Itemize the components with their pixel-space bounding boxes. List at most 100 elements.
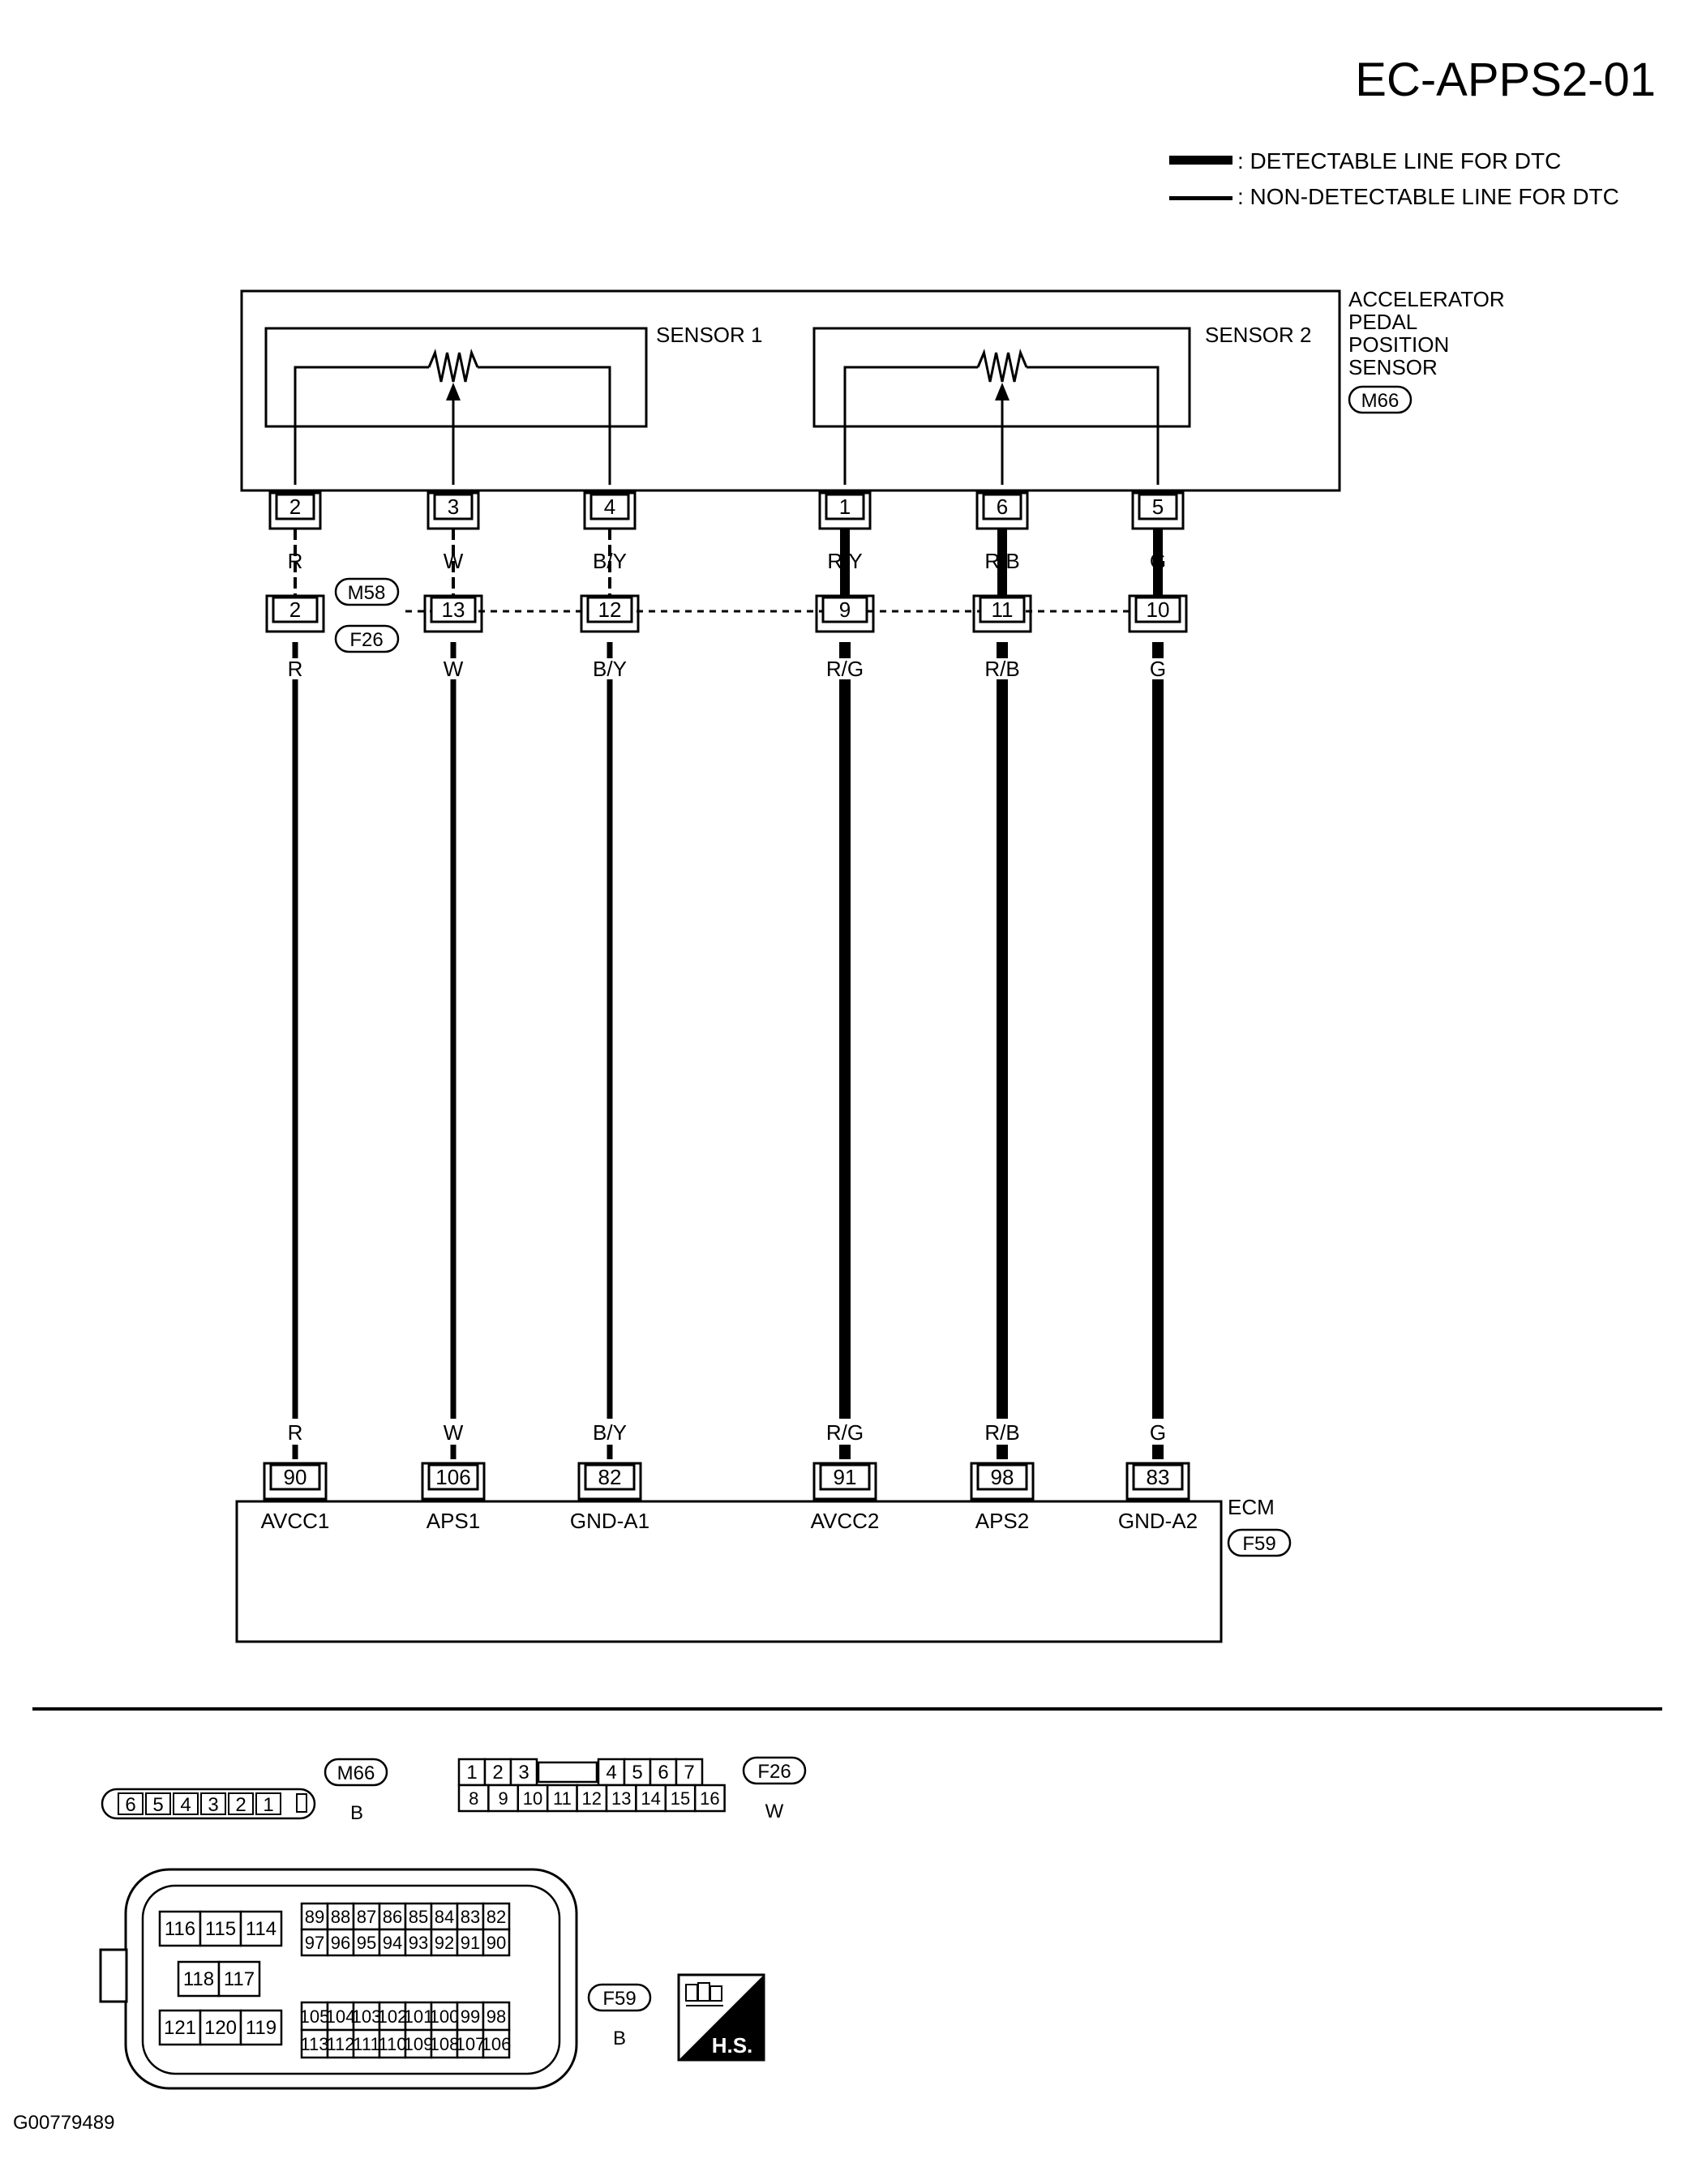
- joint-connector-bottom-id: F26: [349, 629, 383, 651]
- circuit-3-sensor-pin-number: 4: [604, 495, 615, 519]
- sensor-1-label: SENSOR 1: [656, 323, 763, 347]
- legend-detectable-swatch: [1169, 156, 1232, 165]
- circuit-1-ecm-pin-number: 90: [284, 1465, 307, 1489]
- m66-pin-4-cell: [173, 1792, 199, 1815]
- sensor-1-wiper-arrow: [446, 383, 461, 400]
- m66-color: B: [350, 1802, 363, 1824]
- f59-color: B: [613, 2028, 626, 2049]
- circuit-5-ecm-pin-number: 98: [991, 1465, 1014, 1489]
- f26-pin-4-label: 4: [606, 1762, 616, 1784]
- f59-pin-120-label: 120: [204, 2017, 237, 2039]
- f59-pin-101-label: 101: [404, 2006, 434, 2027]
- circuit-5-color-top: R/B: [984, 549, 1019, 573]
- m66-pin-2-label: 2: [235, 1794, 246, 1816]
- f26-pin-16-cell: [693, 1784, 726, 1813]
- circuit-6-color-top: G: [1150, 549, 1166, 573]
- f59-badge: [587, 1983, 652, 2012]
- legend-non-detectable-text: : NON-DETECTABLE LINE FOR DTC: [1237, 184, 1619, 209]
- f59-pin-115-label: 115: [205, 1918, 236, 1940]
- sensor-2-resistor-zigzag: [976, 348, 1028, 383]
- hs-symbol-fill: [679, 1975, 764, 2060]
- circuit-5-sensor-pin-number: 6: [997, 495, 1008, 519]
- f59-pin-108-label: 108: [430, 2034, 460, 2054]
- circuit-6-sensor-pin-number: 5: [1152, 495, 1164, 519]
- m66-pin-6-cell: [118, 1792, 144, 1815]
- circuit-6-color-bot: G: [1150, 1420, 1166, 1445]
- sensor-2-left-lead: [843, 366, 978, 485]
- circuit-3-ecm-terminal-label: GND-A1: [570, 1509, 649, 1533]
- circuit-6-sensor-pin-shell: [1131, 491, 1185, 530]
- f26-pin-6-cell: [649, 1758, 678, 1787]
- circuit-1-sensor-pin-number: 2: [289, 495, 301, 519]
- page-title: EC-APPS2-01: [1355, 54, 1656, 106]
- sensor-1-resistor-zigzag: [427, 348, 479, 383]
- circuit-2-joint-pin-number: 13: [442, 597, 465, 622]
- circuit-4-joint-pin-cell: [821, 596, 868, 623]
- f59-pin-92-label: 92: [435, 1933, 454, 1953]
- f59-pin-106-label: 106: [482, 2034, 512, 2054]
- f26-id: F26: [757, 1761, 791, 1783]
- f59-pin-113-label: 113: [300, 2034, 328, 2054]
- f59-pin-106-cell: [482, 2028, 511, 2059]
- circuit-4-sensor-pin-shell: [818, 491, 872, 530]
- f26-pin-2-label: 2: [492, 1762, 503, 1784]
- circuit-4-ecm-pin-shell: [812, 1462, 877, 1501]
- sensor-2-wiper-arrow: [995, 383, 1010, 400]
- f59-id: F59: [602, 1988, 636, 2010]
- f59-pin-100-label: 100: [430, 2006, 460, 2027]
- circuit-3-joint-pin-number: 12: [598, 597, 622, 622]
- figure-id: G00779489: [13, 2112, 114, 2134]
- circuit-3-joint-pin-shell: [580, 594, 640, 633]
- f59-pin-89-label: 89: [305, 1907, 324, 1927]
- f59-pin-95-label: 95: [357, 1933, 376, 1953]
- sensor-unit-name-line-2: PEDAL: [1348, 310, 1417, 334]
- f59-pin-121-label: 121: [164, 2017, 196, 2039]
- circuit-4-joint-pin-shell: [815, 594, 875, 633]
- circuit-4-ecm-terminal-label: AVCC2: [811, 1509, 880, 1533]
- f26-pin-3-cell: [509, 1758, 538, 1787]
- f26-pin-13-cell: [605, 1784, 637, 1813]
- f26-pin-5-label: 5: [632, 1762, 642, 1784]
- m66-pin-5-cell: [145, 1792, 171, 1815]
- sensor-2-label: SENSOR 2: [1205, 323, 1312, 347]
- circuit-2-ecm-pin-number: 106: [435, 1465, 470, 1489]
- f59-pin-117-cell: [217, 1960, 261, 1998]
- circuit-5-color-mid: R/B: [984, 657, 1019, 681]
- joint-connector-top-badge: [334, 577, 400, 606]
- circuit-4-ecm-pin-cell: [819, 1463, 871, 1491]
- f59-pin-114-label: 114: [246, 1918, 276, 1940]
- f59-pin-83-label: 83: [461, 1907, 480, 1927]
- f59-pin-86-label: 86: [383, 1907, 402, 1927]
- circuit-2-sensor-pin-shell: [427, 491, 480, 530]
- circuit-4-sensor-pin-cell: [825, 493, 865, 520]
- legend: : DETECTABLE LINE FOR DTC : NON-DETECTAB…: [1169, 148, 1619, 209]
- circuit-2-color-top: W: [444, 549, 464, 573]
- m66-pin-2-cell: [228, 1792, 254, 1815]
- m66-pin-5-label: 5: [152, 1794, 163, 1816]
- f59-pin-84-label: 84: [435, 1907, 454, 1927]
- circuit-2-ecm-pin-cell: [427, 1463, 479, 1491]
- joint-connector-bottom-badge: [334, 624, 400, 653]
- f59-pin-88-label: 88: [331, 1907, 350, 1927]
- f59-pin-109-cell: [404, 2028, 433, 2059]
- circuit-3-ecm-pin-number: 82: [598, 1465, 622, 1489]
- accelerator-pedal-position-sensor: SENSOR 1 SENSOR 2 ACCELERATOR PEDAL POSI…: [240, 287, 1505, 492]
- f26-pin-7-label: 7: [684, 1762, 694, 1784]
- f59-pin-86-cell: [378, 1902, 407, 1931]
- circuit-3-color-top: B/Y: [593, 549, 627, 573]
- connector-icon: [685, 1982, 723, 2006]
- f26-pin-16-label: 16: [700, 1788, 719, 1809]
- circuit-3-ecm-pin-cell: [584, 1463, 636, 1491]
- sensor-unit-name-line-3: POSITION: [1348, 332, 1449, 357]
- circuit-5-sensor-pin-shell: [975, 491, 1029, 530]
- sensor-1-left-lead: [294, 366, 429, 485]
- f59-pin-105-label: 105: [300, 2006, 330, 2027]
- circuit-1-sensor-pin-shell: [268, 491, 322, 530]
- circuit-5-ecm-pin-cell: [976, 1463, 1028, 1491]
- f26-pin-9-cell: [487, 1784, 520, 1813]
- sensor-1-right-lead: [478, 366, 611, 485]
- circuit-1-joint-pin-shell: [265, 594, 325, 633]
- f59-pin-93-cell: [404, 1928, 433, 1957]
- joint-connector-top-id: M58: [348, 582, 386, 604]
- f59-pin-91-label: 91: [461, 1933, 480, 1953]
